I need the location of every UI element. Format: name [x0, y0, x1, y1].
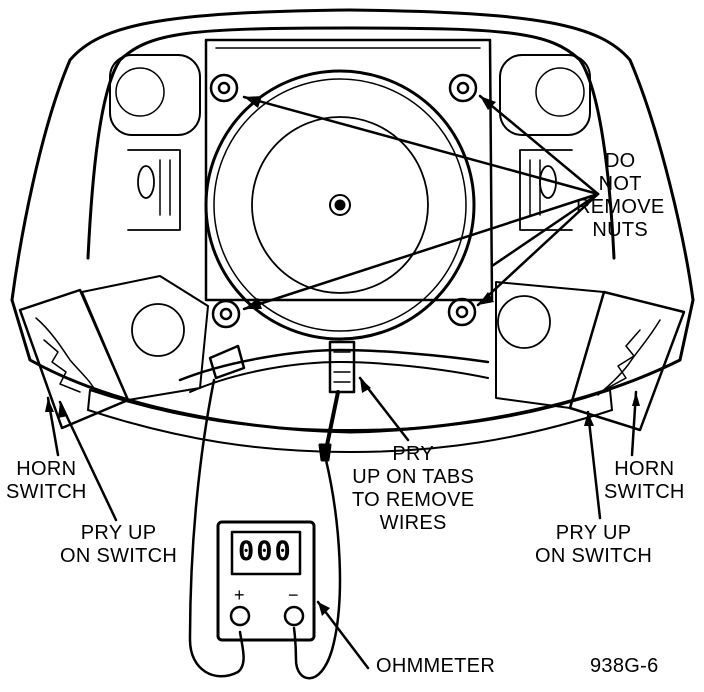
label-line: ON SWITCH [60, 545, 178, 567]
left-connector [208, 344, 246, 380]
label-pry-up-on-tabs: PRY UP ON TABS TO REMOVE WIRES [352, 443, 474, 535]
retaining-nut-upper-right [448, 73, 478, 103]
label-line: PRY UP [555, 522, 632, 544]
label-line: HORN [614, 458, 675, 480]
upper-cover [86, 26, 616, 260]
label-line: REMOVE [576, 196, 665, 218]
center-connector [328, 340, 356, 394]
label-line: NUTS [592, 219, 649, 241]
ohmmeter-minus-jack [283, 605, 305, 627]
label-horn-switch-left: HORN SWITCH [6, 458, 87, 504]
label-line: SWITCH [604, 481, 685, 503]
label-line: UP ON TABS [352, 466, 475, 488]
ohmmeter-lead-left [188, 378, 245, 678]
label-line: ON SWITCH [535, 545, 653, 567]
inflator-center-bolt [329, 194, 351, 216]
label-ohmmeter: OHMMETER [376, 655, 496, 677]
lower-rim [10, 298, 695, 434]
label-line: TO REMOVE [352, 489, 475, 511]
label-line: NOT [598, 173, 642, 195]
label-line: WIRES [379, 512, 447, 534]
label-pry-up-on-switch-right: PRY UP ON SWITCH [535, 522, 652, 568]
horn-switch-left [18, 288, 130, 430]
horn-switch-right [568, 290, 686, 432]
label-line: SWITCH [6, 481, 87, 503]
wheel-hub-outline [10, 8, 695, 302]
ohmmeter-body [216, 520, 316, 642]
figure-id: 938G-6 [590, 655, 659, 677]
ohmmeter-lead-right [292, 458, 342, 680]
label-pry-up-on-switch-left: PRY UP ON SWITCH [60, 522, 177, 568]
retaining-nut-upper-left [209, 73, 239, 103]
label-line: HORN [16, 458, 77, 480]
ohmmeter-display-frame [230, 530, 302, 576]
label-line: PRY [392, 443, 435, 465]
test-probe-lead [324, 390, 340, 452]
ohmmeter-plus-symbol: + [234, 585, 245, 605]
ohmmeter-display-readout: 000 [238, 536, 293, 567]
ohmmeter-minus-symbol: − [288, 585, 299, 605]
inflator-outer-ring [204, 69, 476, 341]
label-do-not-remove-nuts: DO NOT REMOVE NUTS [576, 150, 664, 242]
wiring-harness [178, 348, 490, 382]
retaining-nut-lower-right [447, 297, 477, 327]
label-line: PRY UP [80, 522, 157, 544]
ohmmeter-plus-jack [229, 605, 251, 627]
label-horn-switch-right: HORN SWITCH [604, 458, 685, 504]
retaining-nut-lower-left [211, 299, 241, 329]
label-line: DO [604, 150, 636, 172]
